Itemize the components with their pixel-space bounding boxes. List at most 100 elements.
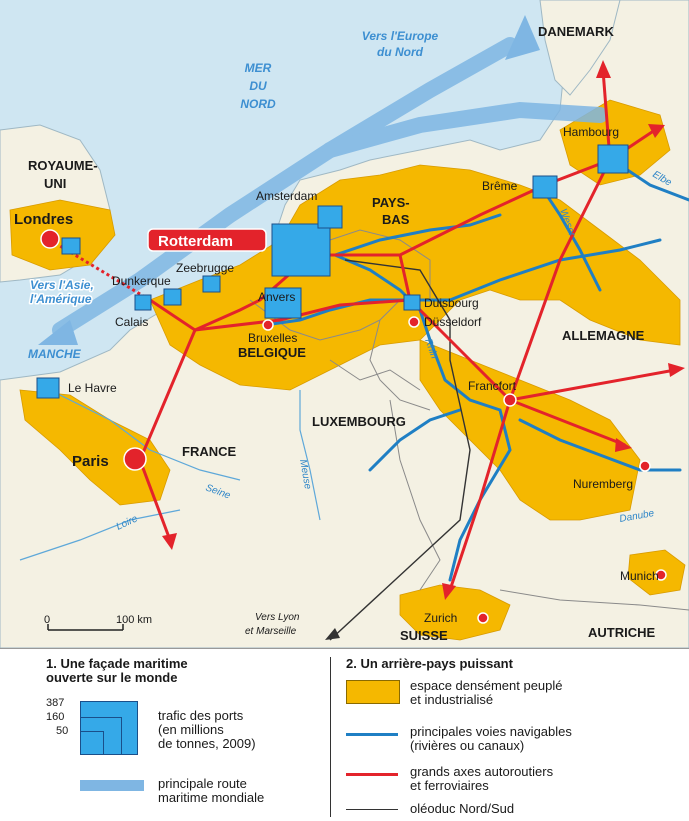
label-amsterdam: Amsterdam [256,189,317,203]
label-breme: Brême [482,179,518,193]
channel-label: MANCHE [28,347,82,361]
river-nord [333,213,502,257]
axis-calais-rotterdam [194,263,301,332]
axis-duisbourg-francfort [408,298,512,402]
country-uk-2: UNI [44,176,66,191]
axis-arrowheads [162,60,685,600]
dot-nuremberg [639,460,651,472]
port-anvers [264,287,302,319]
legend-waterway-label-2: (rivières ou canaux) [410,738,525,753]
legend-dense-label-1: espace densément peuplé [410,678,563,693]
scale-hundred: 100 km [116,614,152,626]
label-francfort: Francfort [468,379,517,393]
dot-dusseldorf [408,316,420,328]
axis-brux-duisbourg [194,298,411,332]
legend-axis-label-1: grands axes autoroutiers [410,764,554,779]
dense-area-paris [19,389,171,506]
label-zurich: Zurich [424,611,457,625]
legend-port-label-2: (en millions [158,722,224,737]
country-pays-bas-2: BAS [382,212,410,227]
route-east [322,101,608,158]
rotterdam-banner [147,228,267,252]
river-moselle [368,408,462,472]
axes [49,69,676,591]
country-switzerland: SUISSE [400,628,448,643]
axis-hambourg-francfort [508,159,612,401]
country-germany: ALLEMAGNE [562,328,645,343]
legend-dense-swatch [346,680,400,704]
city-dots [40,229,667,624]
legend-section1-title-1: 1. Une façade maritime [46,656,188,671]
legend-axis-label-2: et ferroviaires [410,778,489,793]
label-le-havre: Le Havre [68,381,117,395]
dense-area-london [9,199,116,271]
legend-port-387: 387 [46,697,65,709]
dense-area-benelux-ruhr [149,164,681,391]
legend-port-label-1: trafic des ports [158,708,244,723]
dot-paris [123,447,147,471]
legend-route-label-2: maritime mondiale [158,790,265,805]
label-anvers: Anvers [258,290,295,304]
country-austria: AUTRICHE [588,625,655,640]
route-lyon-label-1: Vers Lyon [255,612,300,623]
port-zeebrugge [202,275,221,293]
country-denmark: DANEMARK [538,24,614,39]
route-north [52,37,518,338]
river-elbe [618,163,689,202]
city-labels: Londres Rotterdam Amsterdam Brême Hambou… [14,125,659,625]
label-bruxelles: Bruxelles [248,331,297,345]
port-breme [532,175,558,199]
label-nuremberg: Nuremberg [573,477,633,491]
label-paris: Paris [72,453,109,470]
country-labels: ROYAUME- UNI PAYS- BAS DANEMARK ALLEMAGN… [28,24,655,643]
label-munich: Munich [620,569,659,583]
europe-map: MER DU NORD MANCHE Vers l'Europe du Nord… [0,0,689,648]
label-duisbourg: Duisbourg [424,296,479,310]
canal-main [408,238,662,302]
legend-waterway-label-1: principales voies navigables [410,724,572,739]
scale-zero: 0 [44,614,50,626]
legend-port-160: 160 [46,711,65,723]
route-arrowhead-south [38,320,78,345]
port-dunkerque [163,288,182,306]
label-londres: Londres [14,211,73,228]
label-dunkerque: Dunkerque [112,274,171,288]
route-north-label-2: du Nord [377,45,424,59]
axis-francfort-nuremberg [509,398,626,447]
label-dusseldorf: Düsseldorf [424,315,482,329]
axis-francfort-east [509,368,676,402]
legend-port-square-large [80,701,138,755]
port-calais [134,294,152,311]
port-amsterdam [317,205,343,229]
route-north-label-1: Vers l'Europe [362,29,439,43]
legend-route-label-1: principale route [158,776,247,791]
river-meuse-label: Meuse [297,459,313,491]
sea-routes [52,37,608,338]
country-belgium: BELGIQUE [238,345,306,360]
dense-areas [9,99,686,641]
route-lyon-label-2: et Marseille [245,626,297,637]
north-sea-label-1: MER [245,61,272,75]
country-pays-bas-1: PAYS- [372,195,410,210]
sea-labels: MER DU NORD MANCHE [28,61,276,361]
port-rotterdam [271,223,331,277]
dot-bruxelles [262,319,274,331]
canal-rhone [263,298,412,327]
port-le-havre [36,377,60,399]
pipeline-arrowhead [325,628,340,640]
route-labels: Vers l'Europe du Nord Vers l'Asie, l'Amé… [29,29,439,637]
legend-waterway-swatch [346,733,398,736]
legend-route-swatch [80,780,144,791]
route-arrowhead-north [505,15,540,60]
legend-pipeline-label: oléoduc Nord/Sud [410,801,515,816]
port-duisbourg [403,294,421,311]
dot-londres [40,229,60,249]
axis-calais-paris [138,298,197,541]
scale-bar: 0 100 km [44,614,152,631]
label-rotterdam: Rotterdam [158,233,233,250]
legend-port-square-small [80,731,104,755]
legend-port-label-3: de tonnes, 2009) [158,736,256,751]
borders [249,229,689,611]
north-sea-label-3: NORD [240,97,276,111]
